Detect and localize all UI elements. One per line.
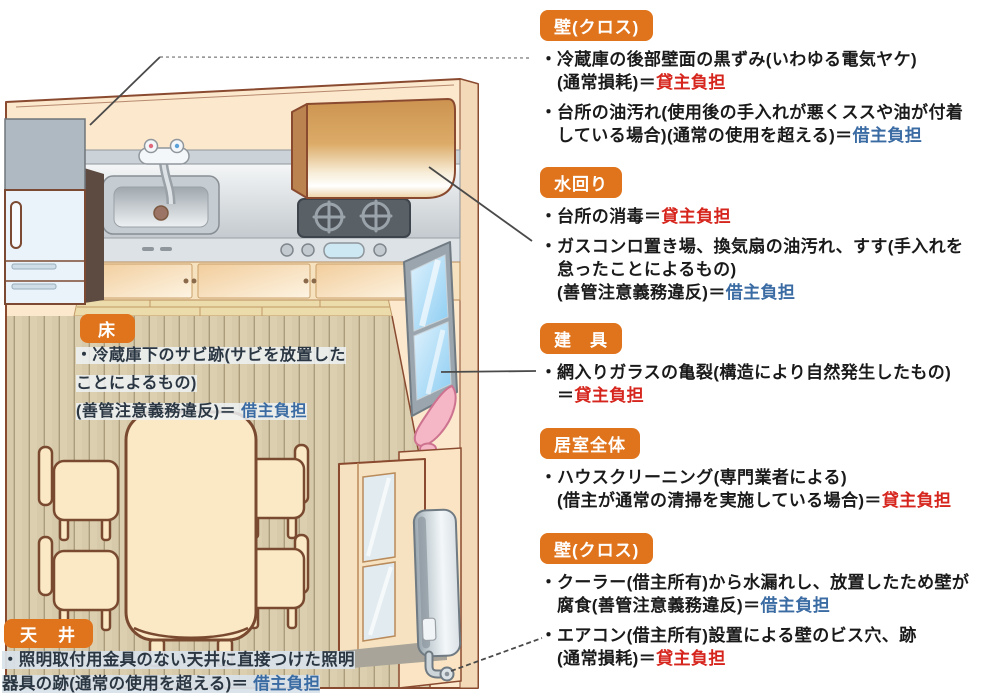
kitchen-counter <box>83 138 461 303</box>
section-badge: 壁(クロス) <box>540 10 654 41</box>
drain <box>153 205 169 221</box>
legend-item: ・クーラー(借主所有)から水漏れし、放置したため壁が 腐食(善管注意義務違反)＝… <box>540 571 985 617</box>
chairs <box>37 443 310 632</box>
section-water-areas: 水回り ・台所の消毒＝貸主負担・ガスコンロ置き場、換気扇の油汚れ、すす(手入れを… <box>540 167 985 311</box>
sink <box>102 175 220 235</box>
faucet <box>138 138 190 205</box>
cabinet-doors <box>91 263 417 299</box>
landlord-burden-label: 貸主負担 <box>574 386 645 405</box>
ceiling-badge: 天 井 <box>4 619 93 648</box>
legend-item: ・冷蔵庫の後部壁面の黒ずみ(いわゆる電気ヤケ) (通常損耗)＝貸主負担 <box>540 48 985 94</box>
darkened-wall-panel <box>4 118 86 191</box>
tenant-burden-label: 借主負担 <box>253 675 321 693</box>
tenant-burden-label: 借主負担 <box>725 283 796 302</box>
legend-item-text: エアコン(借主所有)設置による壁のビス穴、跡 (通常損耗)＝貸主負担 <box>557 626 917 668</box>
landlord-burden-label: 貸主負担 <box>656 73 726 92</box>
legend-item: ・台所の油汚れ(使用後の手入れが悪くススや油が付着 している場合)(通常の使用を… <box>540 101 985 147</box>
bullet-icon: ・ <box>540 468 558 487</box>
refrigerator <box>4 118 86 305</box>
legend-item-text: クーラー(借主所有)から水漏れし、放置したため壁が 腐食(善管注意義務違反)＝借… <box>557 573 969 615</box>
tenant-burden-label: 借主負担 <box>241 403 308 420</box>
hot-water-dot <box>148 143 154 149</box>
section-entire-room: 居室全体 ・ハウスクリーニング(専門業者による) (借主が通常の清掃を実施してい… <box>540 428 985 519</box>
text-segment: ハウスクリーニング(専門業者による) (借主が通常の清掃を実施している場合)＝ <box>557 468 882 510</box>
tenant-burden-label: 借主負担 <box>852 126 923 145</box>
section-badge: 居室全体 <box>540 428 640 459</box>
chair <box>37 445 120 542</box>
fridge-handle <box>10 201 22 249</box>
text-segment: 網入りガラスの亀裂(構造により自然発生したもの) ＝ <box>557 363 952 405</box>
section-badge: 建 具 <box>540 323 622 354</box>
section-items: ・冷蔵庫の後部壁面の黒ずみ(いわゆる電気ヤケ) (通常損耗)＝貸主負担・台所の油… <box>540 48 985 147</box>
legend-item-text: ハウスクリーニング(専門業者による) (借主が通常の清掃を実施している場合)＝貸… <box>557 468 951 510</box>
section-items: ・台所の消毒＝貸主負担・ガスコンロ置き場、換気扇の油汚れ、すす(手入れを 怠った… <box>540 205 985 304</box>
text-segment: 冷蔵庫の後部壁面の黒ずみ(いわゆる電気ヤケ) (通常損耗)＝ <box>557 50 918 92</box>
text-segment: エアコン(借主所有)設置による壁のビス穴、跡 (通常損耗)＝ <box>557 626 917 668</box>
text-segment: ガスコンロ置き場、換気扇の油汚れ、すす(手入れを 怠ったことによるもの) (善管… <box>557 237 964 302</box>
legend-item-text: 網入りガラスの亀裂(構造により自然発生したもの) ＝貸主負担 <box>557 363 951 405</box>
floor-note: ・冷蔵庫下のサビ跡(サビを放置した ことによるもの) (善管注意義務違反)＝ 借… <box>76 342 396 426</box>
bullet-icon: ・ <box>540 626 558 645</box>
range-hood <box>291 98 456 199</box>
legend-item-text: 台所の油汚れ(使用後の手入れが悪くススや油が付着 している場合)(通常の使用を超… <box>557 103 963 145</box>
section-badge: 水回り <box>540 167 622 198</box>
bullet-icon: ・ <box>540 237 558 256</box>
legend-item: ・台所の消毒＝貸主負担 <box>540 205 985 228</box>
legend-item: ・ハウスクリーニング(専門業者による) (借主が通常の清掃を実施している場合)＝… <box>540 466 985 512</box>
stove-knobs <box>280 242 387 259</box>
text-segment: クーラー(借主所有)から水漏れし、放置したため壁が 腐食(善管注意義務違反)＝ <box>557 573 970 615</box>
legend-item-text: ガスコンロ置き場、換気扇の油汚れ、すす(手入れを 怠ったことによるもの) (善管… <box>557 237 963 302</box>
landlord-burden-label: 貸主負担 <box>881 491 952 510</box>
water-heater <box>412 508 462 682</box>
legend-item: ・ガスコンロ置き場、換気扇の油汚れ、すす(手入れを 怠ったことによるもの) (善… <box>540 235 985 304</box>
dining-table <box>124 410 258 668</box>
glass-cabinet <box>338 458 426 660</box>
bullet-icon: ・ <box>540 573 558 592</box>
section-badge: 壁(クロス) <box>540 533 654 564</box>
legend-item: ・エアコン(借主所有)設置による壁のビス穴、跡 (通常損耗)＝貸主負担 <box>540 624 985 670</box>
bullet-icon: ・ <box>540 207 558 226</box>
ceiling-note: ・照明取付用金具のない天井に直接つけた照明 器具の跡(通常の使用を超える)＝ 借… <box>2 648 394 696</box>
tenant-burden-label: 借主負担 <box>760 596 831 615</box>
bullet-icon: ・ <box>540 363 558 382</box>
section-items: ・ハウスクリーニング(専門業者による) (借主が通常の清掃を実施している場合)＝… <box>540 466 985 512</box>
legend-item: ・網入りガラスの亀裂(構造により自然発生したもの) ＝貸主負担 <box>540 361 985 407</box>
chair <box>37 535 120 632</box>
landlord-burden-label: 貸主負担 <box>656 649 726 668</box>
legend-item-text: 冷蔵庫の後部壁面の黒ずみ(いわゆる電気ヤケ) (通常損耗)＝貸主負担 <box>557 50 917 92</box>
bullet-icon: ・ <box>540 103 558 122</box>
landlord-burden-label: 貸主負担 <box>661 207 732 226</box>
section-wall-cross-2: 壁(クロス) ・クーラー(借主所有)から水漏れし、放置したため壁が 腐食(善管注… <box>540 533 985 677</box>
section-fittings: 建 具 ・網入りガラスの亀裂(構造により自然発生したもの) ＝貸主負担 <box>540 323 985 414</box>
legend-item-text: 台所の消毒＝貸主負担 <box>557 207 731 226</box>
bullet-icon: ・ <box>540 50 558 69</box>
section-items: ・網入りガラスの亀裂(構造により自然発生したもの) ＝貸主負担 <box>540 361 985 407</box>
floor-badge: 床 <box>80 314 135 343</box>
text-segment: 台所の油汚れ(使用後の手入れが悪くススや油が付着 している場合)(通常の使用を超… <box>557 103 964 145</box>
cold-water-dot <box>174 143 180 149</box>
counter-side-panel <box>84 168 104 303</box>
gas-stove <box>297 198 411 238</box>
section-items: ・クーラー(借主所有)から水漏れし、放置したため壁が 腐食(善管注意義務違反)＝… <box>540 571 985 670</box>
section-wall-cross-1: 壁(クロス) ・冷蔵庫の後部壁面の黒ずみ(いわゆる電気ヤケ) (通常損耗)＝貸主… <box>540 10 985 154</box>
text-segment: 台所の消毒＝ <box>557 207 662 226</box>
chair <box>244 533 310 630</box>
